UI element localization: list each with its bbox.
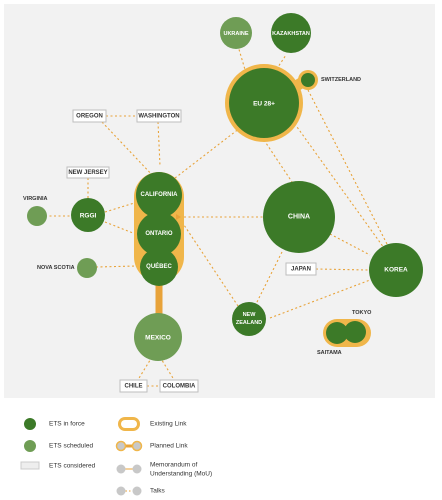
existing-link-eu-switzerland: [225, 64, 318, 142]
california-label: CALIFORNIA: [141, 192, 179, 198]
switzerland-label: SWITZERLAND: [321, 77, 361, 83]
ontario-label: ONTARIO: [145, 231, 173, 237]
planned-link-quebec-mexico: [155, 282, 163, 318]
legend-talks: Talks: [150, 488, 166, 495]
saitama-label: SAITAMA: [317, 350, 342, 356]
korea-node: [369, 243, 423, 297]
link-eu-kazakhstan: [273, 54, 287, 74]
link-oregon-california: [101, 121, 156, 179]
virginia-label: VIRGINIA: [23, 196, 47, 202]
svg-text:JAPAN: JAPAN: [291, 267, 311, 273]
legend-planned-link-swatch: [115, 440, 143, 452]
link-eu-korea: [291, 119, 385, 249]
legend-ets-in-force-swatch: [24, 418, 36, 430]
eu-label: EU 28+: [253, 101, 275, 108]
legend-planned-link: Planned Link: [150, 443, 188, 450]
talks-links: [45, 45, 389, 387]
legend-existing-link: Existing Link: [150, 421, 187, 428]
virginia-node: [27, 206, 47, 226]
link-arrow-mark: [176, 214, 181, 220]
diagram-panel: [4, 4, 435, 398]
ukraine-label: UKRAINE: [223, 31, 248, 37]
legend-ets-considered-swatch: [20, 461, 40, 470]
link-eu-china: [263, 139, 293, 183]
legend-ets-scheduled: ETS scheduled: [49, 443, 93, 450]
link-california-eu: [174, 127, 241, 179]
existing-link-wci: [134, 172, 184, 286]
svg-text:COLOMBIA: COLOMBIA: [163, 384, 196, 390]
considered-chile: CHILE: [119, 379, 148, 393]
legend-mou-swatch: [116, 464, 142, 474]
svg-text:WASHINGTON: WASHINGTON: [138, 114, 179, 120]
mexico-label: MEXICO: [145, 335, 171, 342]
considered-japan: JAPAN: [285, 262, 317, 276]
link-ontario-newzealand: [181, 221, 239, 307]
legend-ets-scheduled-swatch: [24, 440, 36, 452]
novascotia-label: NOVA SCOTIA: [37, 265, 75, 271]
newzealand-label-line1: NEW: [243, 312, 257, 318]
legend-ets-in-force: ETS in force: [49, 421, 85, 428]
svg-text:NEW JERSEY: NEW JERSEY: [68, 170, 107, 176]
legend-talks-swatch: [116, 486, 142, 496]
novascotia-node: [77, 258, 97, 278]
quebec-label: QUÉBEC: [146, 262, 172, 270]
link-china-newzealand: [255, 251, 283, 305]
considered-colombia: COLOMBIA: [159, 379, 199, 393]
link-china-korea: [329, 233, 371, 256]
china-label: CHINA: [288, 214, 310, 221]
link-mexico-colombia: [159, 356, 177, 384]
svg-text:OREGON: OREGON: [76, 114, 103, 120]
rggi-label: RGGI: [80, 213, 97, 220]
considered-new-jersey: NEW JERSEY: [66, 166, 110, 179]
kazakhstan-node: [271, 13, 311, 53]
newzealand-node: [232, 302, 266, 336]
legend: ETS in force ETS scheduled ETS considere…: [20, 417, 212, 496]
legend-ets-considered: ETS considered: [49, 463, 96, 470]
mexico-node: [134, 313, 182, 361]
legend-mou-line2: Understanding (MoU): [150, 471, 212, 478]
link-mexico-chile: [135, 356, 153, 384]
kazakhstan-label: KAZAKHSTAN: [272, 31, 310, 37]
link-eu-ukraine: [237, 45, 247, 74]
link-rggi-ontario: [104, 221, 139, 236]
newzealand-label-line2: ZEALAND: [236, 320, 262, 326]
existing-link-tokyo-saitama: [323, 319, 371, 347]
ukraine-node: [220, 17, 252, 49]
considered-washington: WASHINGTON: [136, 109, 182, 123]
legend-mou-line1: Memorandum of: [150, 462, 198, 469]
china-node: [263, 181, 335, 253]
korea-label: KOREA: [384, 267, 408, 274]
considered-oregon: OREGON: [72, 109, 107, 123]
link-washington-california: [157, 121, 161, 167]
tokyo-label: TOKYO: [352, 310, 372, 316]
legend-existing-link-swatch: [118, 417, 140, 431]
svg-text:CHILE: CHILE: [125, 384, 143, 390]
rggi-node: [71, 198, 105, 232]
